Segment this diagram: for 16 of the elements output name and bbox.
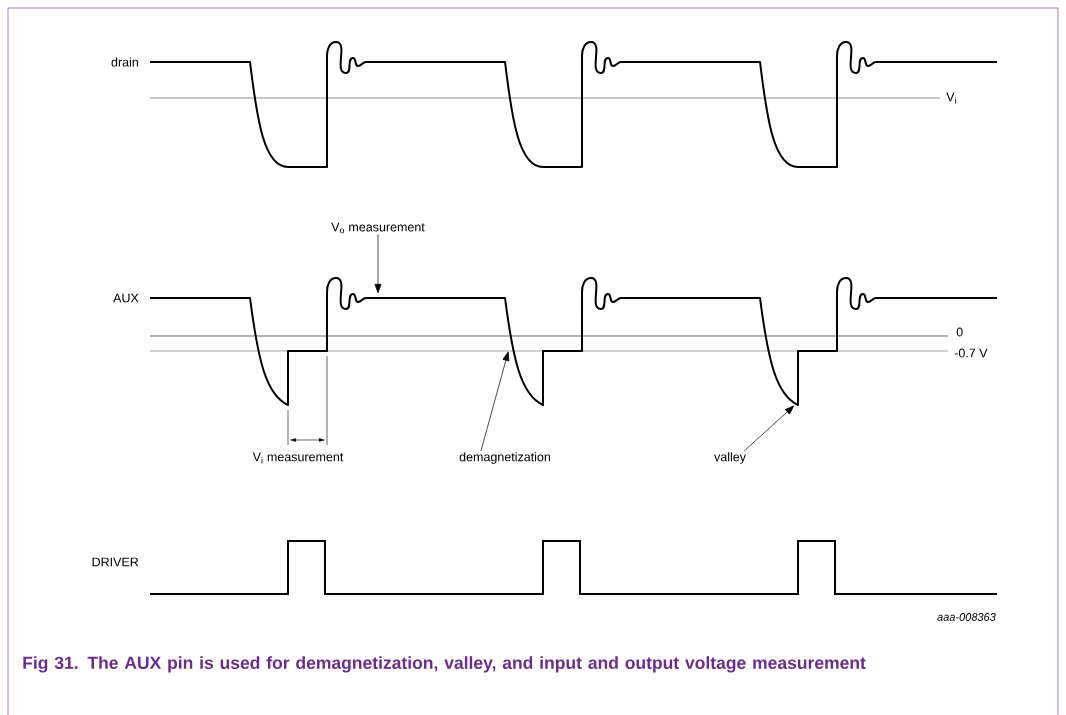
- leader-arrow: [374, 234, 382, 294]
- voltage-label: 0: [956, 327, 963, 337]
- leader-arrow: [480, 351, 510, 452]
- callout-text: V$_{o}$ measurement: [331, 222, 425, 234]
- figure-caption: Fig 31. The AUX pin is used for demagnetization, valley, and input and output voltage measurement: [23, 656, 866, 673]
- figure-code: aaa-008363: [937, 613, 996, 621]
- voltage-label: -0.7 V: [954, 348, 988, 358]
- voltage-label: V$_{i}$: [946, 92, 956, 104]
- signal-name: AUX: [113, 293, 139, 303]
- callout-text: valley: [714, 452, 746, 464]
- signal-name: DRIVER: [92, 557, 139, 567]
- callout-text: demagnetization: [459, 452, 551, 464]
- aux-waveform: [149, 277, 998, 406]
- signal-name: drain: [111, 57, 138, 67]
- measurement-label: V$_{i}$ measurement: [252, 452, 344, 464]
- leader-arrow: [743, 405, 795, 452]
